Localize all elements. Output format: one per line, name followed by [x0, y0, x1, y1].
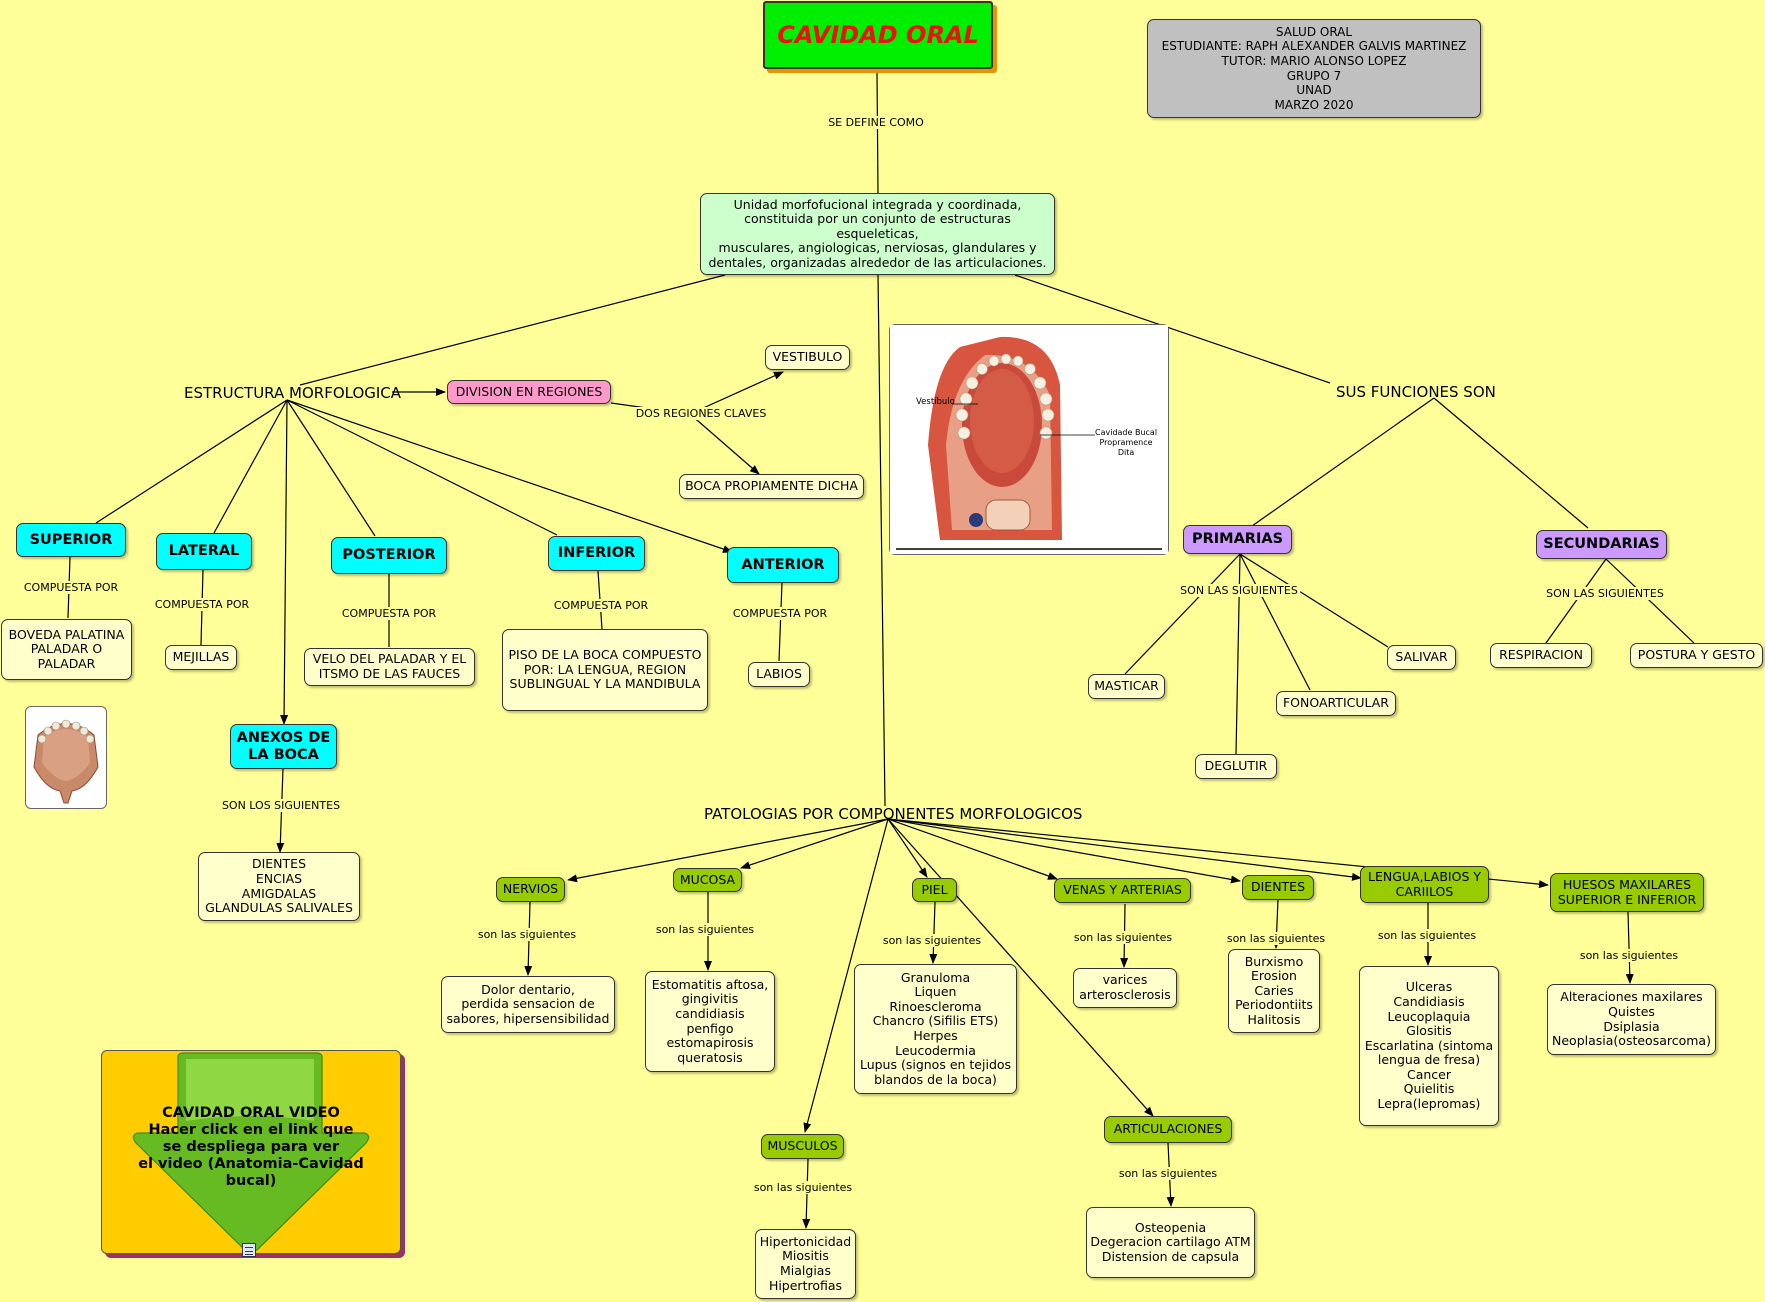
link-venas: son las siguientes [1071, 931, 1175, 944]
superior-detail: BOVEDA PALATINA PALADAR O PALADAR [1, 619, 132, 680]
video-link-icon[interactable] [242, 1243, 256, 1257]
region-anterior: ANTERIOR [727, 547, 839, 583]
path-nervios: NERVIOS [496, 877, 565, 902]
link-nervios: son las siguientes [475, 928, 579, 941]
structure-heading: ESTRUCTURA MORFOLOGICA [184, 384, 402, 402]
video-link-box[interactable]: CAVIDAD ORAL VIDEO Hacer click en el lin… [101, 1050, 401, 1254]
path-venas-arterias: VENAS Y ARTERIAS [1054, 878, 1191, 903]
link-compuesta-inferior: COMPUESTA POR [551, 599, 651, 612]
lengua-detail: Ulceras Candidiasis Leucoplaquia Glositi… [1359, 966, 1499, 1126]
path-mucosa: MUCOSA [673, 868, 742, 892]
articulaciones-detail: Osteopenia Degeracion cartilago ATM Dist… [1086, 1207, 1255, 1278]
student-info-box: SALUD ORAL ESTUDIANTE: RAPH ALEXANDER GA… [1147, 19, 1481, 118]
link-lengua: son las siguientes [1375, 929, 1479, 942]
fn-deglutir: DEGLUTIR [1195, 754, 1277, 779]
link-dientes: son las siguientes [1224, 932, 1328, 945]
link-secundarias: SON LAS SIGUIENTES [1544, 587, 1666, 600]
link-compuesta-lateral: COMPUESTA POR [152, 598, 252, 611]
region-superior: SUPERIOR [16, 523, 126, 557]
huesos-detail: Alteraciones maxilares Quistes Dsiplasia… [1547, 984, 1716, 1055]
musculos-detail: Hipertonicidad Miositis Mialgias Hipertr… [755, 1229, 856, 1299]
video-caption: CAVIDAD ORAL VIDEO Hacer click en el lin… [138, 1105, 364, 1189]
down-arrow-icon [132, 1052, 370, 1253]
mucosa-detail: Estomatitis aftosa, gingivitis candidias… [645, 971, 775, 1072]
oral-cavity-anatomy-image: Vestíbulo Cavidade Bucal Propramence Dit… [889, 324, 1169, 555]
boca-propiamente-node: BOCA PROPIAMENTE DICHA [679, 474, 864, 499]
link-musculos: son las siguientes [751, 1181, 855, 1194]
fn-respiracion: RESPIRACION [1490, 643, 1592, 668]
venas-detail: varices arterosclerosis [1073, 968, 1177, 1008]
palate-image [25, 706, 107, 809]
link-son-los-siguientes: SON LOS SIGUIENTES [219, 799, 343, 812]
inferior-detail: PISO DE LA BOCA COMPUESTO POR: LA LENGUA… [502, 629, 708, 711]
path-articulaciones: ARTICULACIONES [1104, 1116, 1232, 1143]
map-title: CAVIDAD ORAL [763, 1, 993, 69]
link-compuesta-posterior: COMPUESTA POR [339, 607, 439, 620]
path-musculos: MUSCULOS [761, 1134, 844, 1159]
fn-masticar: MASTICAR [1088, 674, 1165, 699]
path-piel: PIEL [912, 878, 957, 902]
path-lengua-labios: LENGUA,LABIOS Y CARIILOS [1360, 866, 1489, 903]
nervios-detail: Dolor dentario, perdida sensacion de sab… [441, 976, 615, 1033]
anexos-detail: DIENTES ENCIAS AMIGDALAS GLANDULAS SALIV… [198, 852, 360, 921]
link-compuesta-anterior: COMPUESTA POR [730, 607, 830, 620]
fn-fonoarticular: FONOARTICULAR [1276, 691, 1396, 716]
path-huesos-maxilares: HUESOS MAXILARES SUPERIOR E INFERIOR [1550, 873, 1704, 912]
vestibulo-image-label: Vestíbulo [916, 397, 955, 407]
anexos-node: ANEXOS DE LA BOCA [230, 724, 337, 769]
vestibulo-node: VESTIBULO [765, 345, 850, 370]
link-se-define-como: SE DEFINE COMO [826, 116, 926, 129]
link-primarias: SON LAS SIGUIENTES [1178, 584, 1300, 597]
piel-detail: Granuloma Liquen Rinoescleroma Chancro (… [854, 964, 1017, 1094]
functions-heading: SUS FUNCIONES SON [1336, 383, 1496, 401]
anterior-detail: LABIOS [748, 662, 810, 687]
link-articulaciones: son las siguientes [1116, 1167, 1220, 1180]
link-piel: son las siguientes [880, 934, 984, 947]
dientes-detail: Burxismo Erosion Caries Periodontiits Ha… [1228, 949, 1320, 1033]
link-huesos: son las siguientes [1577, 949, 1681, 962]
path-dientes: DIENTES [1242, 875, 1314, 900]
division-regions-node: DIVISION EN REGIONES [447, 380, 611, 404]
region-posterior: POSTERIOR [331, 537, 447, 574]
posterior-detail: VELO DEL PALADAR Y EL ITSMO DE LAS FAUCE… [304, 648, 475, 686]
region-inferior: INFERIOR [548, 536, 645, 571]
region-lateral: LATERAL [156, 533, 252, 570]
cavidad-image-label: Cavidade Bucal Propramence Dita [1095, 428, 1158, 457]
link-compuesta-superior: COMPUESTA POR [21, 581, 121, 594]
link-mucosa: son las siguientes [653, 923, 757, 936]
fn-salivar: SALIVAR [1387, 645, 1456, 670]
link-dos-regiones: DOS REGIONES CLAVES [633, 407, 769, 420]
lateral-detail: MEJILLAS [165, 645, 237, 670]
fn-postura: POSTURA Y GESTO [1630, 643, 1763, 668]
primarias-node: PRIMARIAS [1183, 525, 1292, 554]
pathologies-heading: PATOLOGIAS POR COMPONENTES MORFOLOGICOS [704, 805, 1083, 823]
definition-box: Unidad morfofucional integrada y coordin… [700, 193, 1055, 275]
secundarias-node: SECUNDARIAS [1536, 530, 1667, 559]
